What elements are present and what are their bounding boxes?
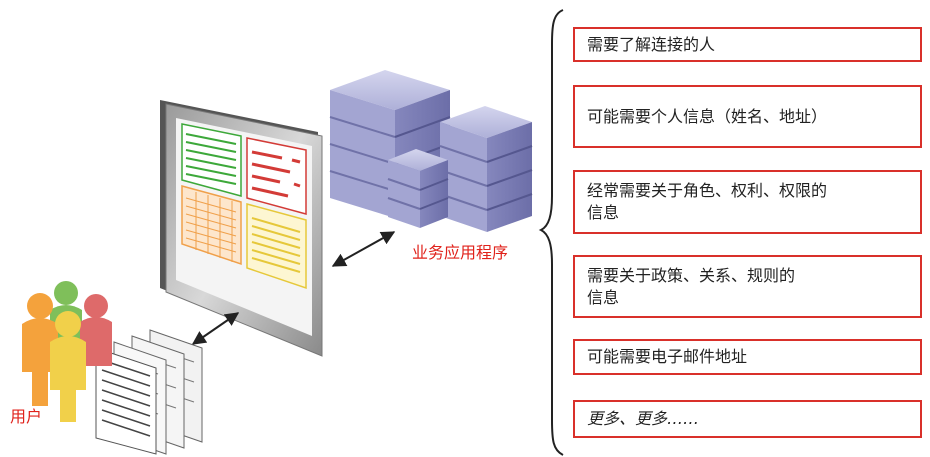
users-label: 用户 xyxy=(10,407,43,426)
arrow-users-to-screen xyxy=(191,312,240,345)
user-yellow xyxy=(50,311,86,422)
requirement-box: 可能需要个人信息（姓名、地址） xyxy=(573,85,922,148)
document-stack xyxy=(95,329,203,455)
user-orange xyxy=(22,293,58,406)
business-apps-label: 业务应用程序 xyxy=(412,243,509,262)
curly-brace xyxy=(538,9,564,456)
requirement-box: 可能需要电子邮件地址 xyxy=(573,339,922,375)
application-screen xyxy=(160,100,323,357)
requirement-box: 需要了解连接的人 xyxy=(573,27,922,62)
arrow-screen-to-servers xyxy=(331,231,396,267)
requirement-box: 需要关于政策、关系、规则的 信息 xyxy=(573,255,922,318)
server-stack-small xyxy=(387,149,449,228)
panel-yellow xyxy=(246,203,307,290)
user-red xyxy=(80,294,112,366)
requirement-box-more: 更多、更多…… xyxy=(573,400,922,438)
panel-orange xyxy=(181,185,242,266)
user-group-icon xyxy=(22,281,112,422)
server-stack-right xyxy=(439,106,533,232)
panel-red xyxy=(246,137,307,215)
requirement-box: 经常需要关于角色、权利、权限的 信息 xyxy=(573,170,922,234)
